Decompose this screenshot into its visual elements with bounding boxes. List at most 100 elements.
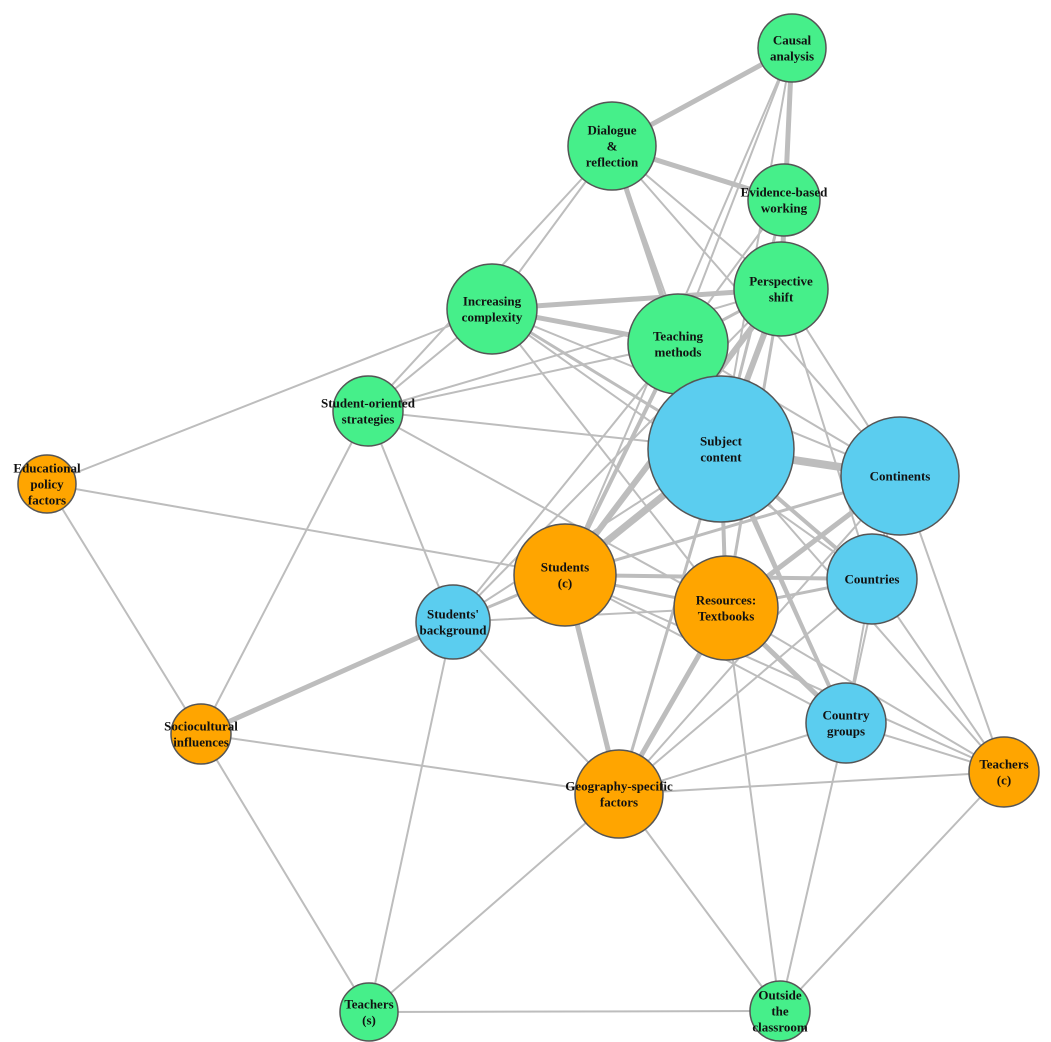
node-textbooks: Resources:Textbooks — [673, 555, 779, 661]
edge-sociocultural-geo — [200, 733, 620, 795]
edge-layer — [46, 45, 1005, 1013]
node-circle-policy — [17, 454, 77, 514]
node-label-outside: the — [771, 1004, 789, 1019]
edge-geo-teachers_s — [368, 793, 620, 1013]
node-label-dialogue: & — [607, 139, 618, 154]
edge-teachers_c-outside — [779, 771, 1005, 1012]
node-circle-geo — [574, 749, 664, 839]
node-label-causal: Causal — [773, 33, 812, 48]
node-label-sociocultural: influences — [173, 735, 229, 750]
node-dialogue: Dialogue&reflection — [567, 101, 657, 191]
node-background: Students'background — [415, 584, 491, 660]
edge-students_c-teachers_c — [564, 574, 1005, 773]
node-label-policy: policy — [30, 477, 64, 492]
node-layer: CausalanalysisDialogue&reflectionEvidenc… — [13, 13, 1040, 1042]
node-label-teachers_c: Teachers — [979, 757, 1028, 772]
node-circle-sociocultural — [170, 703, 232, 765]
node-continents: Continents — [840, 416, 960, 536]
edge-methods-background — [452, 343, 679, 623]
node-teachers_s: Teachers(s) — [339, 982, 399, 1042]
node-circle-textbooks — [673, 555, 779, 661]
edge-sociocultural-teachers_s — [200, 733, 370, 1013]
node-label-outside: classroom — [752, 1020, 808, 1035]
node-label-perspective: shift — [769, 290, 794, 305]
node-label-methods: methods — [655, 345, 702, 360]
edge-background-teachers_s — [368, 621, 454, 1013]
node-label-subject: Subject — [700, 434, 743, 449]
node-label-complexity: Increasing — [463, 294, 522, 309]
edge-complexity-textbooks — [491, 308, 727, 609]
node-circle-subject — [647, 375, 795, 523]
node-label-subject: content — [700, 450, 742, 465]
node-label-sociocultural: Sociocultural — [164, 719, 238, 734]
node-circle-countries — [826, 533, 918, 625]
node-label-teachers_s: (s) — [362, 1013, 376, 1028]
node-label-causal: analysis — [770, 49, 814, 64]
node-label-groups: groups — [827, 724, 865, 739]
edge-methods-strategies — [367, 343, 679, 412]
node-label-background: Students' — [427, 607, 479, 622]
node-label-complexity: complexity — [462, 310, 523, 325]
node-circle-perspective — [733, 241, 829, 337]
node-label-background: background — [420, 623, 488, 638]
node-circle-students_c — [513, 523, 617, 627]
node-circle-groups — [805, 682, 887, 764]
edge-groups-outside — [779, 722, 847, 1012]
node-label-strategies: Student-oriented — [321, 396, 416, 411]
edge-geo-teachers_c — [618, 771, 1005, 795]
edge-policy-sociocultural — [46, 483, 202, 735]
node-circle-complexity — [446, 263, 538, 355]
node-circle-outside — [749, 980, 811, 1042]
node-label-dialogue: reflection — [586, 155, 639, 170]
node-label-continents: Continents — [870, 469, 931, 484]
node-label-policy: Educational — [13, 461, 81, 476]
edge-teachers_s-outside — [368, 1010, 781, 1013]
node-label-countries: Countries — [845, 572, 900, 587]
node-circle-teachers_s — [339, 982, 399, 1042]
node-label-outside: Outside — [758, 988, 802, 1003]
node-label-perspective: Perspective — [749, 274, 813, 289]
node-circle-dialogue — [567, 101, 657, 191]
edge-policy-students_c — [46, 483, 566, 576]
edge-complexity-policy — [46, 308, 493, 485]
node-label-dialogue: Dialogue — [587, 123, 636, 138]
node-teachers_c: Teachers(c) — [968, 736, 1040, 808]
edge-perspective-countries — [780, 288, 873, 580]
edge-background-sociocultural — [198, 619, 456, 737]
edge-geo-outside — [618, 793, 781, 1012]
node-label-evidence: Evidence-based — [741, 185, 828, 200]
node-circle-teachers_c — [968, 736, 1040, 808]
node-countries: Countries — [826, 533, 918, 625]
node-label-teachers_s: Teachers — [344, 997, 393, 1012]
node-circle-causal — [757, 13, 827, 83]
node-circle-background — [415, 584, 491, 660]
edge-strategies-background — [367, 410, 454, 623]
node-label-policy: factors — [28, 493, 66, 508]
node-circle-continents — [840, 416, 960, 536]
edge-strategies-sociocultural — [200, 410, 369, 735]
edge-textbooks-outside — [725, 607, 781, 1012]
node-label-textbooks: Resources: — [696, 593, 756, 608]
node-circle-strategies — [332, 375, 404, 447]
node-label-geo: Geography-specific — [565, 779, 673, 794]
node-label-students_c: (c) — [558, 576, 572, 591]
node-label-textbooks: Textbooks — [698, 609, 755, 624]
node-label-students_c: Students — [541, 560, 589, 575]
node-label-teachers_c: (c) — [997, 773, 1011, 788]
node-label-evidence: working — [761, 201, 808, 216]
node-students_c: Students(c) — [513, 523, 617, 627]
node-label-strategies: strategies — [342, 412, 395, 427]
edge-perspective-complexity — [489, 286, 784, 312]
